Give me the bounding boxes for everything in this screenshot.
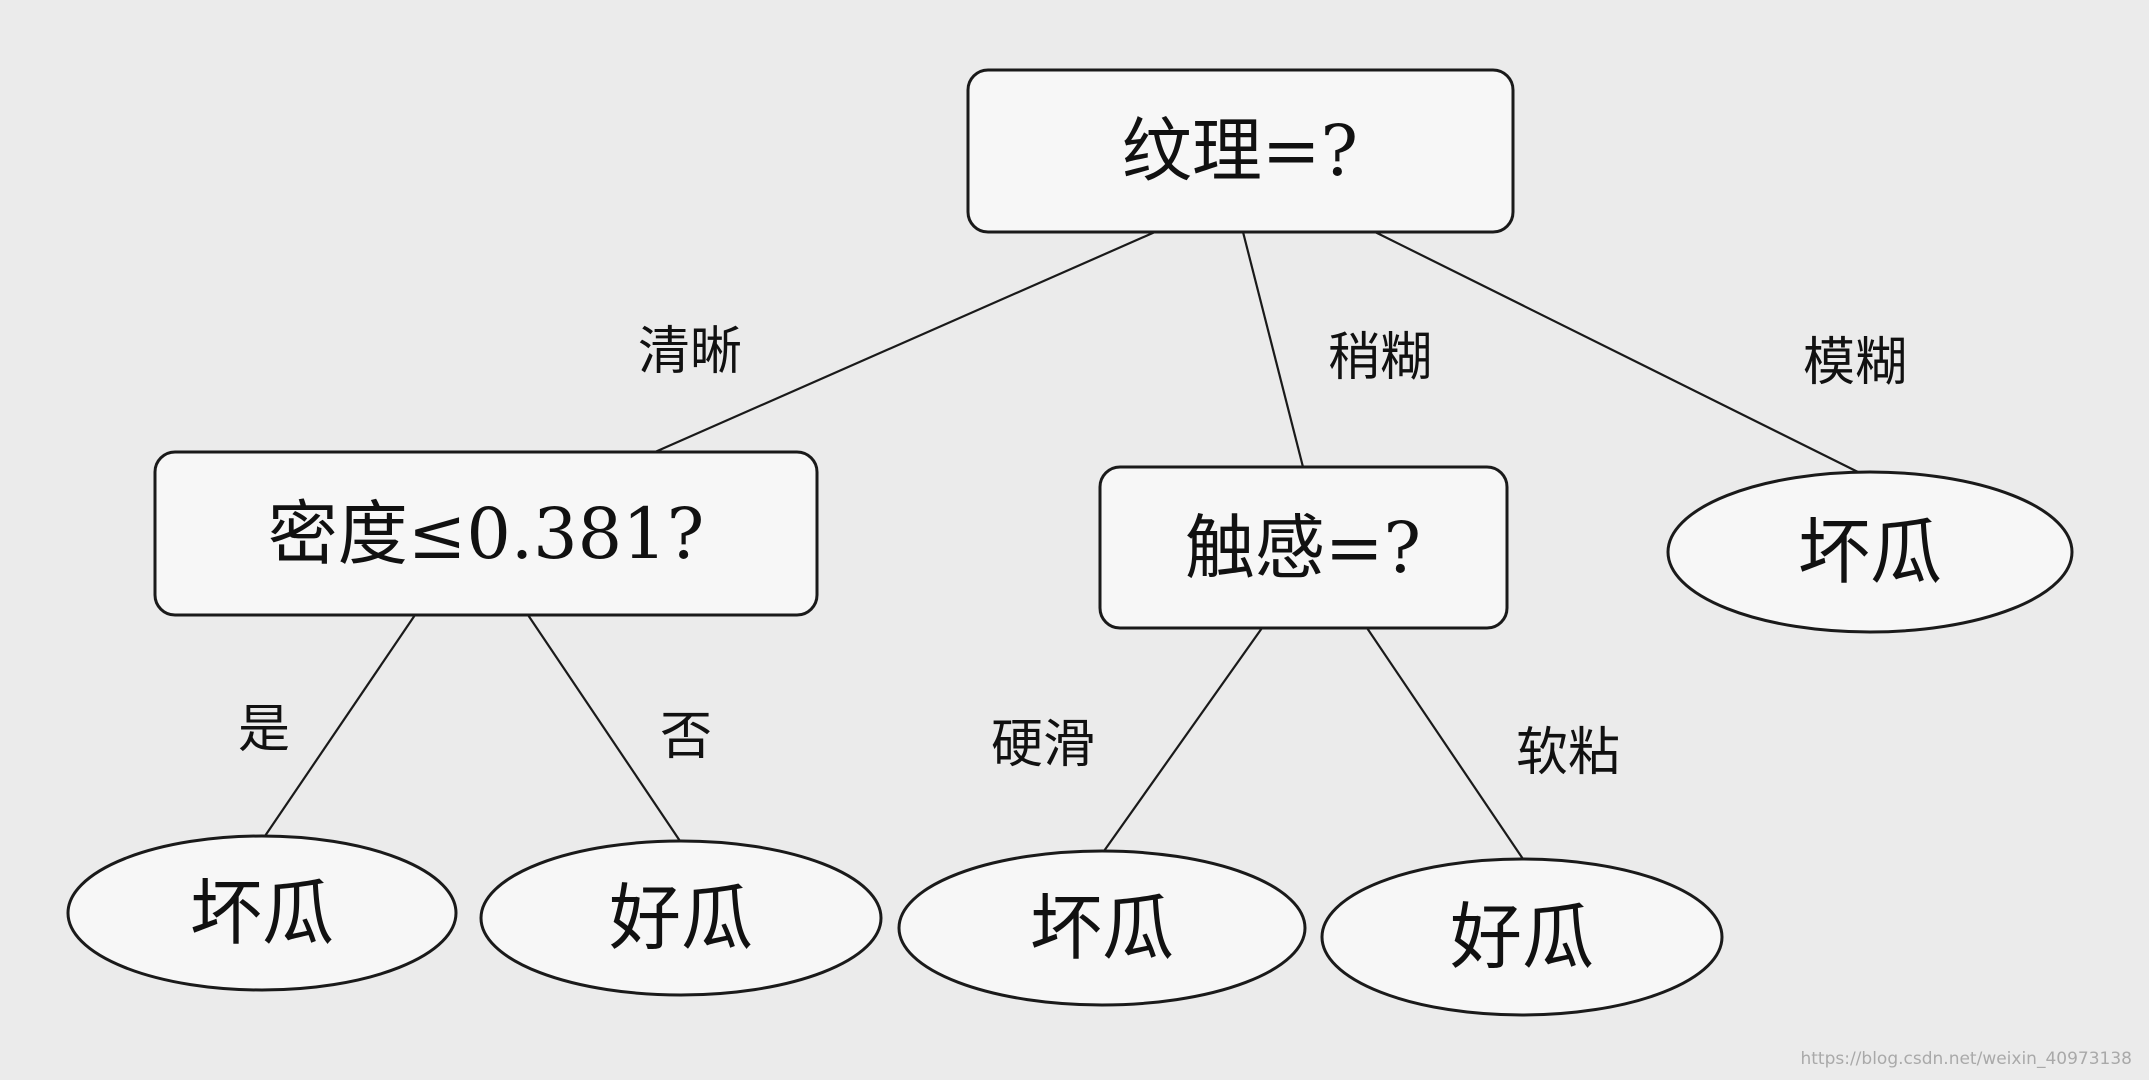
- edge-label-clear: 清晰: [638, 322, 742, 382]
- leaf-density-yes: 坏瓜: [66, 834, 458, 992]
- edge-label-slightly-blurry: 稍糊: [1328, 328, 1432, 388]
- leaf-touch-hard-label: 坏瓜: [1030, 886, 1174, 970]
- edge-label-soft-sticky: 软粘: [1516, 723, 1620, 783]
- edge-label-no: 否: [660, 707, 712, 767]
- edge-touch-soft: [1366, 627, 1524, 860]
- edge-density-no: [527, 614, 681, 842]
- edge-label-blurry: 模糊: [1803, 333, 1907, 393]
- leaf-blurry: 坏瓜: [1666, 470, 2074, 634]
- root-node: 纹理=?: [966, 68, 1515, 234]
- leaf-blurry-label: 坏瓜: [1798, 510, 1942, 594]
- leaf-density-yes-label: 坏瓜: [190, 871, 334, 955]
- edge-root-touch: [1241, 231, 1305, 468]
- density-node: 密度≤0.381?: [153, 450, 819, 617]
- density-node-label: 密度≤0.381?: [268, 493, 705, 575]
- edge-root-blurry-leaf: [1374, 231, 1863, 475]
- edge-root-density: [654, 230, 1156, 454]
- root-node-label: 纹理=?: [1122, 110, 1358, 192]
- edge-touch-hard: [1103, 627, 1263, 852]
- leaf-touch-soft: 好瓜: [1320, 857, 1724, 1017]
- touch-node: 触感=?: [1098, 465, 1509, 630]
- watermark-text: https://blog.csdn.net/weixin_40973138: [1800, 1049, 2132, 1069]
- leaf-density-no-label: 好瓜: [609, 876, 753, 960]
- edge-label-hard-smooth: 硬滑: [991, 715, 1095, 775]
- edge-label-yes: 是: [238, 700, 290, 760]
- leaf-touch-soft-label: 好瓜: [1450, 895, 1594, 979]
- leaf-density-no: 好瓜: [479, 839, 883, 997]
- leaf-touch-hard: 坏瓜: [897, 849, 1307, 1007]
- edge-density-yes: [264, 614, 416, 837]
- touch-node-label: 触感=?: [1185, 507, 1421, 589]
